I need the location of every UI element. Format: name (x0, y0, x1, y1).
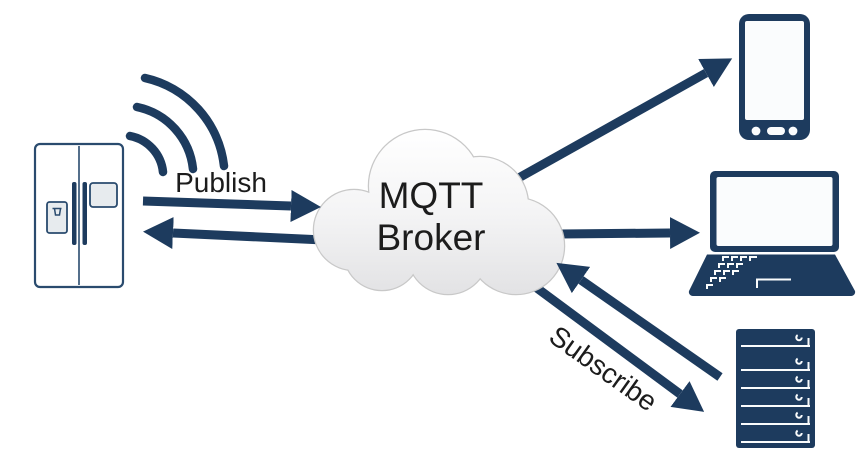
wifi-signal-icon (125, 73, 229, 177)
fridge-water-dispenser (46, 201, 68, 234)
phone-button-left (751, 126, 761, 136)
server-slots (741, 338, 810, 443)
laptop-screen (716, 177, 833, 246)
server-latch-marks (795, 333, 803, 437)
wifi-arc-middle (132, 102, 198, 174)
mqtt-broker-cloud: MQTT Broker (312, 128, 566, 296)
arrows-into-cloud (142, 190, 723, 381)
arrow-broker-to-smartphone (512, 58, 733, 184)
wifi-arc-inner (125, 131, 168, 177)
laptop-base (688, 254, 856, 297)
phone-button-right (788, 126, 798, 136)
publish-label: Publish (175, 167, 267, 198)
broker-label-line2: Broker (377, 217, 486, 258)
phone-screen (745, 21, 804, 120)
fridge-display-panel (89, 182, 118, 208)
laptop-icon (688, 171, 856, 297)
smartphone-icon (739, 14, 810, 140)
phone-home-button (767, 127, 785, 135)
publish-arrow-fridge-to-broker (142, 190, 321, 222)
laptop-trackpad (756, 278, 791, 288)
fridge-left-handle (72, 182, 77, 245)
refrigerator-icon (33, 142, 125, 289)
dispenser-cup-glyph (52, 207, 62, 216)
arrows-behind-cloud (143, 58, 733, 412)
subscribe-arrow-broker-to-server (519, 273, 705, 412)
wifi-arc-outer (140, 73, 229, 171)
subscribe-arrow-server-to-broker (556, 262, 723, 381)
fridge-body (33, 142, 125, 289)
arrow-broker-to-laptop (559, 217, 700, 249)
broker-label-line1: MQTT (379, 175, 484, 216)
server-icon (736, 329, 815, 448)
laptop-keyboard-keys (706, 256, 757, 289)
fridge-right-handle (82, 182, 87, 245)
